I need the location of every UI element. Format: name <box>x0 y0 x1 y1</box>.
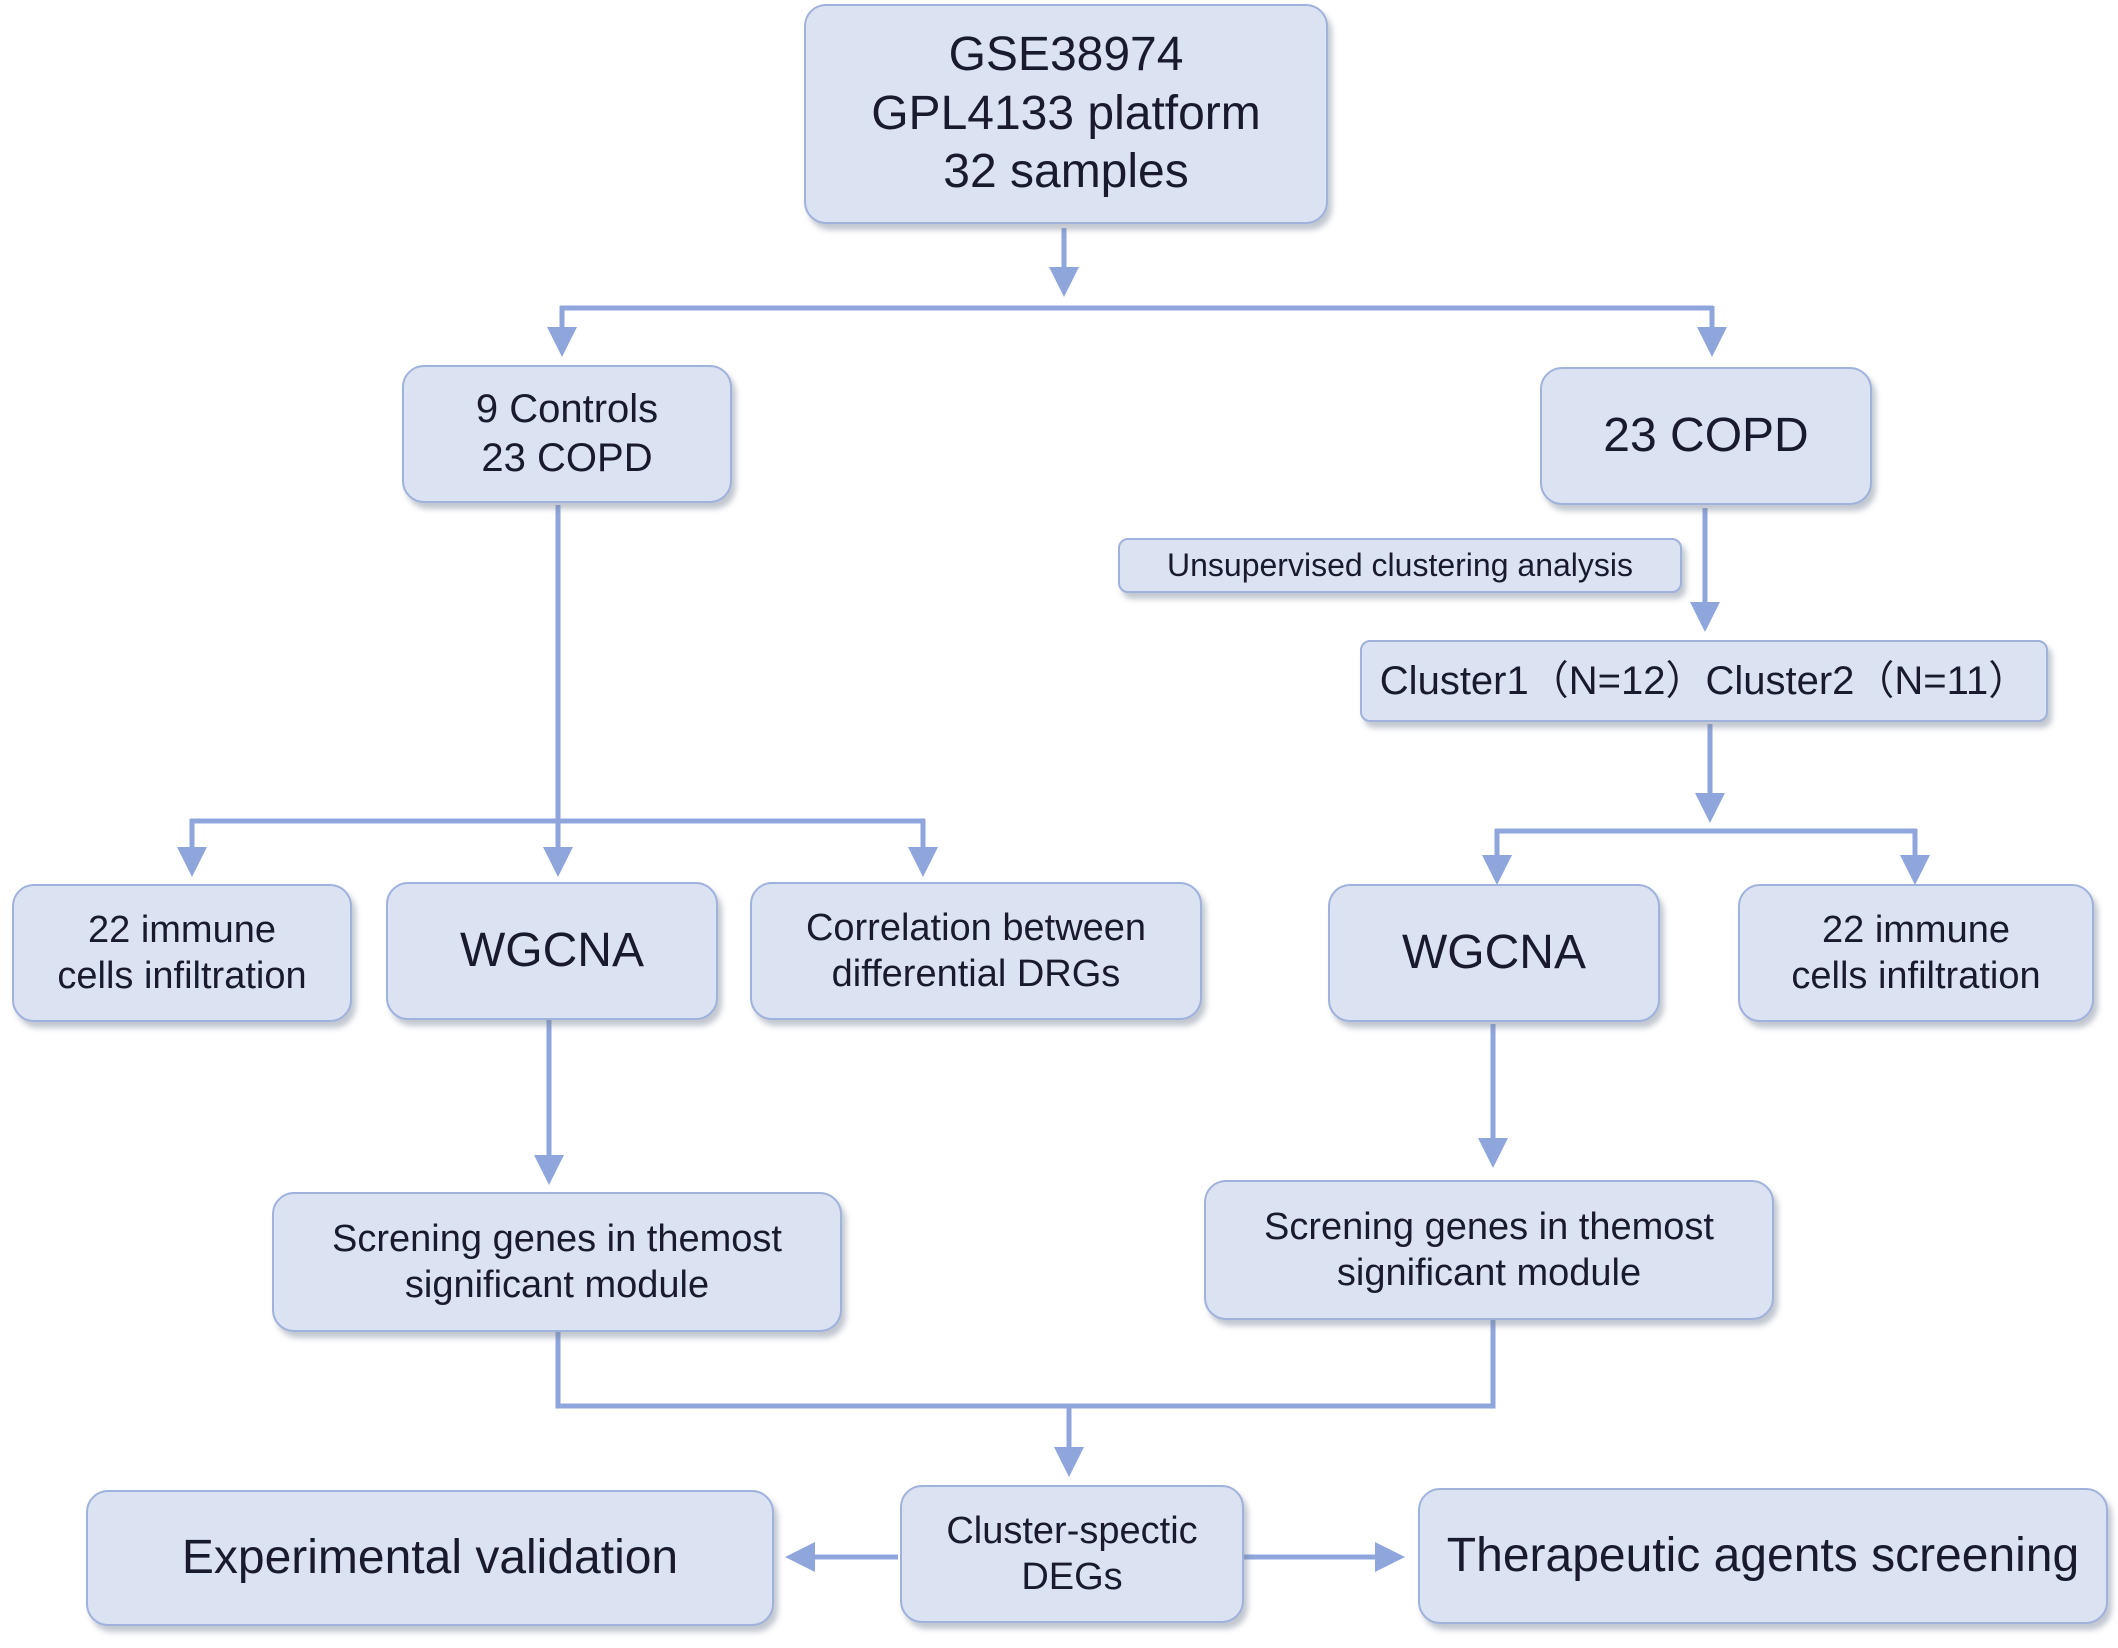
immune-right-box: 22 immune cells infiltration <box>1738 884 2094 1022</box>
therapeutic-label: Therapeutic agents screening <box>1446 1528 2080 1582</box>
groups-left-line-2: 23 COPD <box>481 436 653 480</box>
clusters-label: Cluster1（N=12）Cluster2（N=11） <box>1379 658 2029 703</box>
screening-right-line-2: significant module <box>1336 1252 1642 1294</box>
clustering-label-box: Unsupervised clustering analysis <box>1118 538 1682 593</box>
clusters-box: Cluster1（N=12）Cluster2（N=11） <box>1360 640 2048 722</box>
correlation-line-1: Correlation between <box>805 906 1147 949</box>
screening-left-line-1: Screning genes in themost <box>332 1217 782 1260</box>
cluster-degs-line-2: DEGs <box>1021 1556 1123 1598</box>
immune-right-line-2: cells infiltration <box>1791 955 2041 997</box>
groups-left-box: 9 Controls 23 COPD <box>402 365 732 503</box>
groups-right-box: 23 COPD <box>1540 367 1872 505</box>
correlation-line-2: differential DRGs <box>831 953 1121 995</box>
immune-left-line-1: 22 immune <box>88 908 276 951</box>
immune-left-box: 22 immune cells infiltration <box>12 884 352 1022</box>
dataset-line-3: 32 samples <box>943 145 1189 199</box>
groups-right-line-1: 23 COPD <box>1603 408 1809 462</box>
clustering-label: Unsupervised clustering analysis <box>1167 546 1633 583</box>
groups-left-line-1: 9 Controls <box>475 387 659 432</box>
immune-left-line-2: cells infiltration <box>57 955 307 997</box>
screening-right-line-1: Screning genes in themost <box>1264 1205 1714 1248</box>
correlation-box: Correlation between differential DRGs <box>750 882 1202 1020</box>
wgcna-left-label: WGCNA <box>460 923 644 977</box>
cluster-degs-line-1: Cluster-spectic <box>946 1509 1198 1552</box>
merge-line <box>555 1318 1496 1409</box>
wgcna-right-box: WGCNA <box>1328 884 1660 1022</box>
screening-right-box: Screning genes in themost significant mo… <box>1204 1180 1774 1320</box>
dataset-line-2: GPL4133 platform <box>871 86 1261 140</box>
dataset-box: GSE38974 GPL4133 platform 32 samples <box>804 4 1328 224</box>
validation-label: Experimental validation <box>181 1530 679 1584</box>
cluster-degs-box: Cluster-spectic DEGs <box>900 1485 1244 1623</box>
wgcna-left-box: WGCNA <box>386 882 718 1020</box>
dataset-line-1: GSE38974 <box>948 28 1184 82</box>
wgcna-right-label: WGCNA <box>1402 925 1586 979</box>
validation-box: Experimental validation <box>86 1490 774 1626</box>
screening-left-line-2: significant module <box>404 1264 710 1306</box>
therapeutic-box: Therapeutic agents screening <box>1418 1488 2108 1624</box>
screening-left-box: Screning genes in themost significant mo… <box>272 1192 842 1332</box>
immune-right-line-1: 22 immune <box>1822 908 2010 951</box>
